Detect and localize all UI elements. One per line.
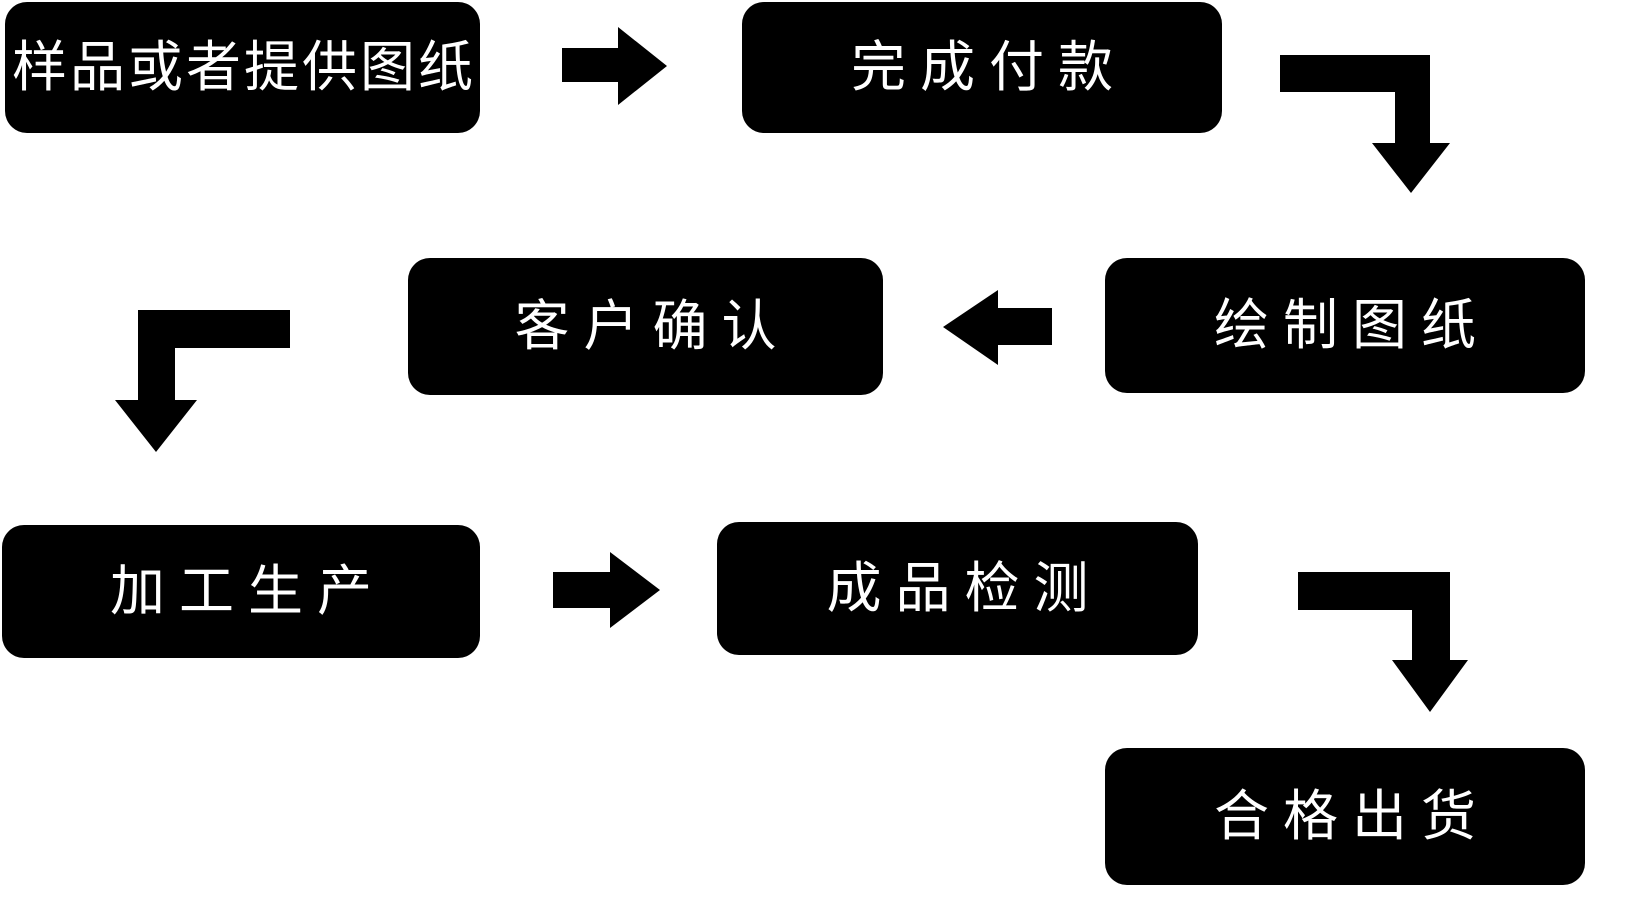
arrow-step5-to-step6-icon bbox=[553, 552, 660, 628]
flow-node-label: 合格出货 bbox=[1213, 785, 1490, 847]
arrow-step2-to-step3-icon bbox=[1280, 55, 1450, 193]
flow-node-sample-or-drawing: 样品或者提供图纸 bbox=[5, 2, 480, 133]
arrow-step6-to-step7-icon bbox=[1298, 572, 1468, 712]
flow-node-processing-production: 加工生产 bbox=[2, 525, 480, 658]
arrow-step4-to-step5-icon bbox=[115, 310, 290, 452]
flow-node-label: 成品检测 bbox=[826, 557, 1103, 619]
arrow-step1-to-step2-icon bbox=[562, 27, 667, 105]
flow-node-label: 绘制图纸 bbox=[1213, 294, 1490, 356]
flow-node-label: 加工生产 bbox=[109, 560, 386, 622]
arrow-step3-to-step4-icon bbox=[943, 290, 1052, 365]
flow-node-customer-confirm: 客户确认 bbox=[408, 258, 883, 395]
flow-node-label: 客户确认 bbox=[514, 295, 791, 357]
flow-node-draw-drawings: 绘制图纸 bbox=[1105, 258, 1585, 393]
flow-node-qualified-shipment: 合格出货 bbox=[1105, 748, 1585, 885]
flow-node-label: 样品或者提供图纸 bbox=[11, 36, 476, 98]
flow-node-finished-product-inspection: 成品检测 bbox=[717, 522, 1198, 655]
flow-node-complete-payment: 完成付款 bbox=[742, 2, 1222, 133]
flow-node-label: 完成付款 bbox=[850, 36, 1127, 98]
